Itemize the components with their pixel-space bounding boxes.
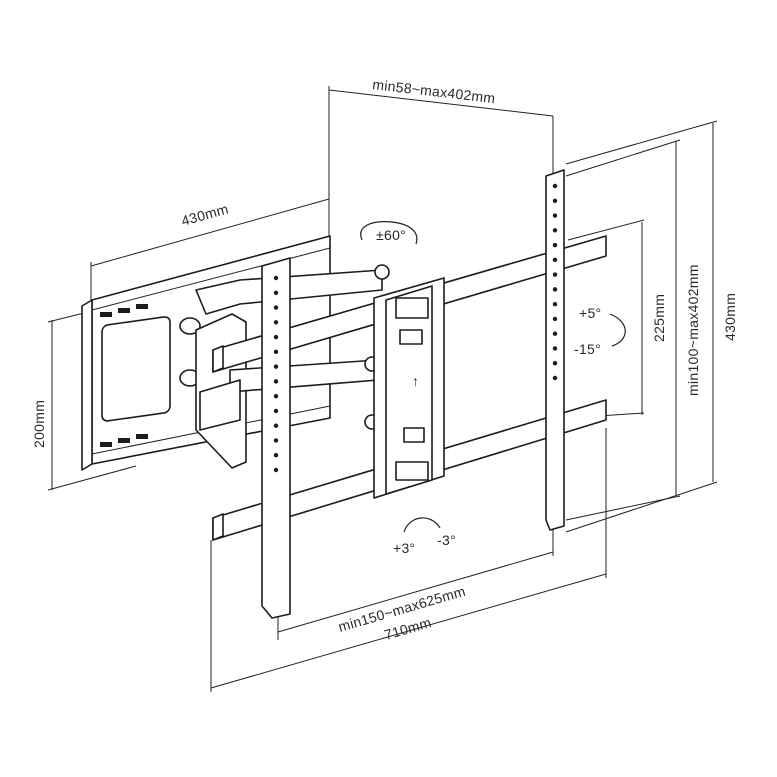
bracket-hole <box>273 423 279 428</box>
bracket-hole <box>273 305 279 310</box>
wall-slot <box>100 312 112 317</box>
bracket-hole <box>552 316 558 322</box>
ext-line-vr-bottom <box>565 495 681 521</box>
carriage-bracket-top <box>395 297 429 319</box>
rotation-indicators <box>360 221 626 533</box>
bracket-hole <box>273 453 279 458</box>
tilt-arrow-icon <box>609 313 626 347</box>
bracket-hole <box>552 331 558 336</box>
bracket-hole <box>273 467 279 473</box>
dim-line-arm-length <box>90 198 330 267</box>
bracket-hole <box>552 213 558 218</box>
wall-slot <box>100 442 112 447</box>
left-bracket-holes <box>273 275 279 473</box>
wall-slot <box>118 438 130 443</box>
bracket-hole <box>552 287 558 292</box>
label-arm-length: 430mm <box>179 200 230 228</box>
bracket-hole <box>552 301 558 307</box>
upper-rail-end <box>212 345 224 373</box>
swivel-arrow-icon <box>360 221 418 245</box>
label-vertical-range: min100~max402mm <box>685 264 701 396</box>
bracket-hole <box>273 320 279 325</box>
dimension-labels: min58~max402mm 430mm ±60° 200mm +5° -15°… <box>31 76 738 643</box>
label-wall-plate-height: 200mm <box>31 400 47 448</box>
label-tilt-up: +5° <box>579 305 601 321</box>
arm-joint <box>374 264 390 280</box>
bracket-hole <box>273 334 279 340</box>
right-bracket-holes <box>552 183 558 381</box>
wall-plate-edge <box>81 299 93 471</box>
dim-line-top-extension <box>328 89 554 117</box>
bracket-hole <box>552 198 558 203</box>
dim-line-overall-width <box>210 573 607 689</box>
label-swivel: ±60° <box>376 227 406 243</box>
label-level-plus: +3° <box>393 540 415 556</box>
bracket-hole <box>552 272 558 277</box>
bracket-hole <box>273 379 279 384</box>
label-level-minus: -3° <box>437 532 456 548</box>
label-top-extension: min58~max402mm <box>372 76 497 106</box>
bracket-hole <box>273 438 279 443</box>
ext-line-oh-top <box>565 120 718 165</box>
lower-rail-end <box>212 513 224 541</box>
wall-plate-hole <box>179 317 201 335</box>
wall-slot <box>136 304 148 309</box>
vertical-brackets <box>261 169 565 619</box>
ext-line-plate-bottom <box>47 465 137 491</box>
label-vesa-vertical: 225mm <box>651 294 667 342</box>
bracket-hole <box>273 290 279 295</box>
wall-slot <box>136 434 148 439</box>
level-arrow-icon <box>403 517 441 533</box>
bracket-hole <box>552 183 558 189</box>
wall-slot <box>118 308 130 313</box>
ext-line-vr-top <box>565 139 681 177</box>
carriage-bracket-bottom <box>395 461 429 481</box>
bracket-hole <box>552 242 558 248</box>
carriage-slot <box>399 329 423 345</box>
center-carriage: ↑ <box>373 277 445 499</box>
label-overall-height: 430mm <box>722 293 738 341</box>
carriage-arrow-icon: ↑ <box>412 373 419 389</box>
bracket-hole <box>273 393 279 399</box>
bracket-hole <box>273 349 279 355</box>
wall-plate-cutout <box>101 316 171 422</box>
bracket-hole <box>552 228 558 233</box>
bracket-hole <box>273 364 279 369</box>
dimension-lines <box>47 86 718 692</box>
bracket-hole <box>273 275 279 281</box>
ext-line-vesa-top <box>567 219 645 241</box>
bracket-hole <box>552 361 558 366</box>
label-tilt-down: -15° <box>574 341 601 357</box>
arm-link <box>199 379 241 431</box>
bracket-hole <box>552 346 558 351</box>
bracket-hole <box>552 257 558 263</box>
bracket-hole <box>273 408 279 414</box>
dim-line-horizontal-range <box>277 551 554 633</box>
ext-line-oh-bottom <box>565 481 718 533</box>
bracket-hole <box>552 375 558 381</box>
left-vertical-bracket <box>261 257 291 619</box>
carriage-slot <box>403 427 425 443</box>
